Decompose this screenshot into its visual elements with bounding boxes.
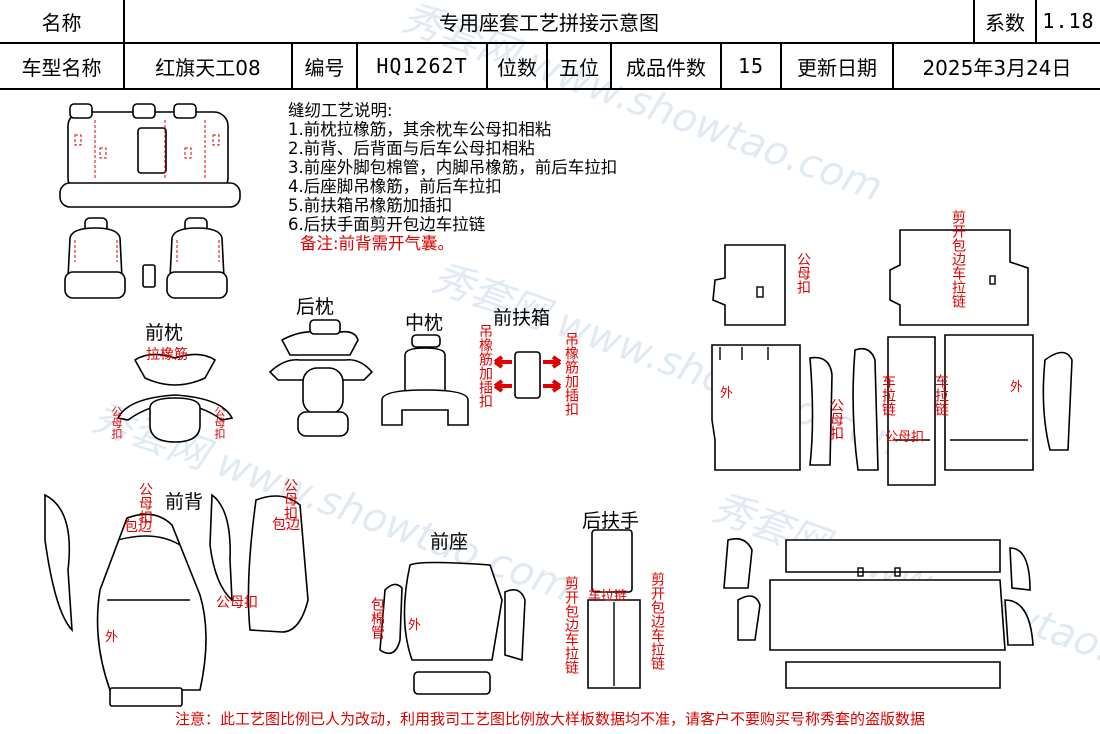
pieces-value: 15	[722, 44, 782, 90]
name-label: 名称	[0, 0, 125, 44]
note-item: 4.后座脚吊橡筋，前后车拉扣	[288, 177, 502, 196]
annotation-snap: 公母扣	[216, 595, 258, 611]
annotation-snap: 公母扣	[795, 252, 811, 294]
annotation-snap: 公母扣	[282, 478, 298, 520]
note-item: 2.前背、后背面与后车公母扣相粘	[288, 139, 535, 158]
front-seat-pattern	[379, 561, 526, 695]
footer-notice: 注意：此工艺图比例已人为改动，利用我司工艺图比例放大样板数据均不准，请客户不要购…	[174, 710, 925, 728]
middle-headrest-pattern	[381, 334, 469, 426]
section-front-back: 前背	[165, 491, 204, 513]
header-table: 名称 专用座套工艺拼接示意图 系数 1.18 车型名称 红旗天工08 编号 HQ…	[0, 0, 1100, 90]
code-value: HQ1262T	[358, 44, 488, 90]
annotation-cut-zip: 剪开包边车拉链	[563, 576, 579, 674]
annotation-cotton-tube: 包棉管	[369, 597, 385, 639]
pieces-label: 成品件数	[612, 44, 722, 90]
front-armbox-pattern	[493, 351, 562, 399]
rear-headrest-pattern	[268, 319, 374, 437]
model-label: 车型名称	[0, 44, 125, 90]
annotation-cut-zip: 剪开包边车拉链	[649, 572, 665, 670]
annotation-zip: 车拉链	[880, 374, 896, 416]
annotation-snap: 公母扣	[885, 430, 925, 445]
date-value: 2025年3月24日	[894, 44, 1100, 90]
rear-seat-pieces	[711, 229, 1073, 486]
note-item: 5.前扶箱吊橡筋加插扣	[288, 196, 453, 215]
date-label: 更新日期	[782, 44, 894, 90]
sewing-notes: 缝纫工艺说明: 1.前枕拉橡筋，其余枕车公母扣相粘 2.前背、后背面与后车公母扣…	[288, 101, 617, 253]
section-front-seat: 前座	[430, 531, 469, 553]
code-label: 编号	[293, 44, 358, 90]
front-headrest-pattern	[116, 353, 234, 443]
annotation-cut-zip: 剪开包边车拉链	[950, 210, 966, 308]
seat-overview	[59, 103, 241, 299]
annotation-pull-elastic: 拉橡筋	[146, 347, 188, 363]
notes-title: 缝纫工艺说明:	[288, 101, 393, 120]
section-front-headrest: 前枕	[145, 322, 184, 344]
annotation-armbox-right: 吊橡筋加插扣	[563, 332, 579, 416]
rear-seat-lower-pieces	[723, 537, 1034, 689]
annotation-zip: 车拉链	[588, 589, 628, 604]
annotation-wrap-edge: 包边	[124, 519, 152, 535]
seats-value: 五位	[548, 44, 612, 90]
note-item: 6.后扶手面剪开包边车拉链	[288, 215, 486, 234]
notes-remark: 备注:前背需开气囊。	[300, 234, 455, 253]
annotation-snap: 公母扣	[828, 398, 844, 440]
model-value: 红旗天工08	[125, 44, 293, 90]
coef-value: 1.18	[1037, 0, 1100, 44]
seats-label: 位数	[488, 44, 548, 90]
section-rear-headrest: 后枕	[296, 296, 335, 318]
section-middle-headrest: 中枕	[405, 312, 444, 334]
coef-label: 系数	[975, 0, 1037, 44]
section-rear-armrest: 后扶手	[582, 510, 640, 532]
annotation-wrap-edge: 包边	[272, 517, 300, 533]
annotation-zip: 车拉链	[933, 374, 949, 416]
annotation-armbox-left: 吊橡筋加插扣	[477, 324, 493, 408]
rear-armrest-pattern	[587, 529, 641, 689]
note-item: 3.前座外脚包棉管，内脚吊橡筋，前后车拉扣	[288, 158, 618, 177]
front-back-pattern	[44, 493, 309, 707]
annotation-snap: 公母扣	[137, 482, 153, 524]
annotation-outer: 外	[105, 630, 119, 645]
annotation-outer: 外	[720, 386, 734, 401]
sheet-title: 专用座套工艺拼接示意图	[125, 0, 975, 44]
annotation-outer: 外	[1010, 380, 1024, 395]
section-front-armbox: 前扶箱	[493, 307, 551, 329]
annotation-snap: 公母扣	[213, 406, 226, 439]
annotation-snap: 公母扣	[110, 406, 123, 439]
annotation-outer: 外	[408, 618, 422, 633]
note-item: 1.前枕拉橡筋，其余枕车公母扣相粘	[288, 120, 552, 139]
